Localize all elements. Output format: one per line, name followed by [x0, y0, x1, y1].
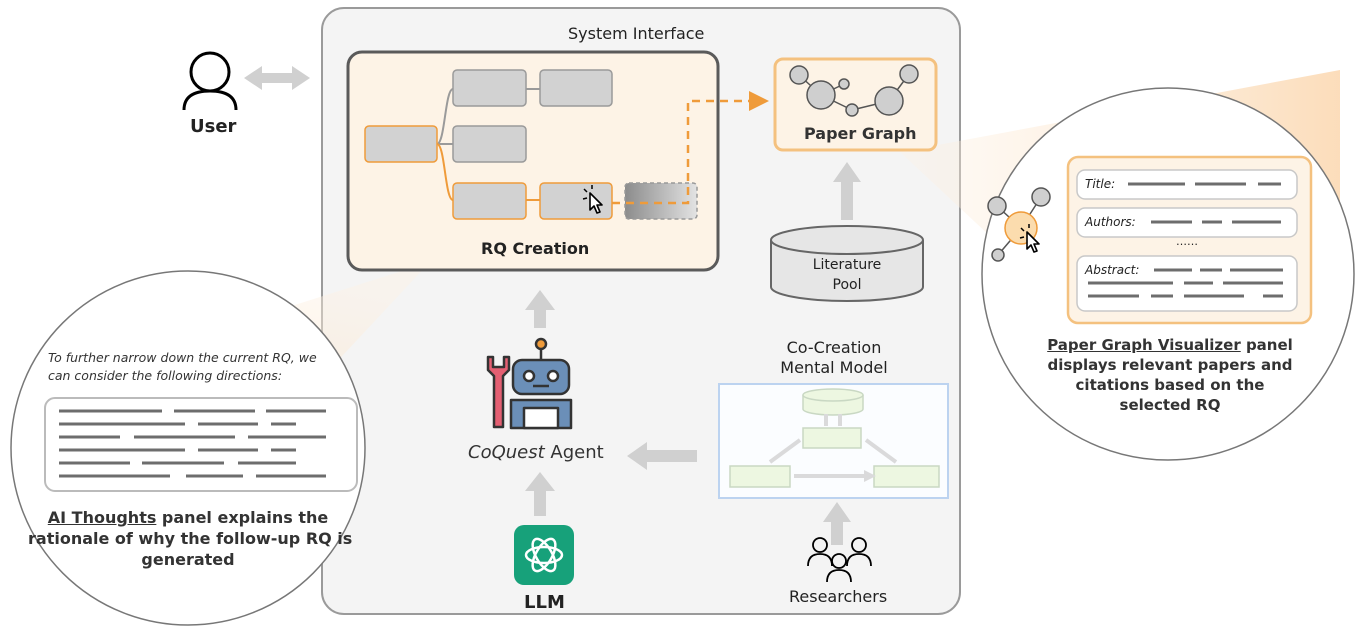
paper-abstract-label: Abstract:: [1085, 263, 1140, 277]
rq-node-1[interactable]: [452, 69, 527, 107]
paper-graph-label: Paper Graph: [804, 124, 917, 143]
paper-graph-nodes: [789, 64, 919, 117]
ai-thoughts-caption: AI Thoughts panel explains the rationale…: [28, 507, 353, 570]
ai-thoughts-prompt-line1: To further narrow down the current RQ, w…: [48, 350, 317, 365]
literature-pool-line2: Pool: [832, 277, 862, 293]
paper-field-lines: [1088, 182, 1283, 298]
mental-model-title: Co-Creation Mental Model: [734, 338, 934, 378]
literature-pool-label: Literature Pool: [797, 255, 897, 295]
system-interface-title: System Interface: [568, 24, 705, 43]
rq-node-ghost: [624, 182, 698, 220]
researchers-label: Researchers: [789, 587, 888, 606]
ai-thoughts-text-lines: [59, 409, 326, 478]
rq-node-root[interactable]: [364, 125, 438, 163]
ai-thoughts-caption-line2: rationale of why the follow-up RQ is: [28, 529, 353, 548]
paper-visualizer-caption-line4: selected RQ: [1119, 396, 1221, 414]
cursor-icon: [582, 185, 603, 214]
agent-name-rest: Agent: [544, 442, 604, 463]
mental-model-diagram: [729, 388, 940, 488]
rq-node-3[interactable]: [452, 182, 527, 220]
rq-creation-label: RQ Creation: [481, 239, 590, 258]
researchers-icon: [807, 537, 872, 583]
mental-model-line2: Mental Model: [780, 358, 888, 377]
rq-to-paper-graph-arrow: [612, 91, 769, 205]
paper-visualizer-link[interactable]: Paper Graph Visualizer: [1047, 336, 1241, 354]
paper-title-label: Title:: [1085, 177, 1116, 191]
paper-title-field: [1076, 169, 1298, 200]
literature-pool-line1: Literature: [812, 257, 882, 273]
robot-icon: [486, 337, 573, 430]
paper-ellipsis: ……: [1176, 235, 1198, 248]
ai-thoughts-textbox: [44, 397, 358, 492]
llm-logo-icon: [514, 525, 574, 585]
mini-paper-graph: [987, 187, 1051, 262]
paper-visualizer-caption-line3: citations based on the: [1075, 376, 1265, 394]
literature-pool-icon: [770, 225, 924, 302]
rq-tree-connectors: [436, 88, 540, 201]
agent-name-italic: CoQuest: [468, 442, 545, 463]
user-icon: [182, 51, 238, 111]
ai-thoughts-caption-rest: panel explains the: [156, 508, 329, 527]
user-label: User: [190, 116, 237, 137]
ai-thoughts-caption-line3: generated: [141, 550, 235, 569]
ai-thoughts-prompt: To further narrow down the current RQ, w…: [48, 349, 317, 385]
mental-model-line1: Co-Creation: [786, 338, 882, 357]
gray-arrows: [244, 66, 861, 545]
paper-visualizer-caption: Paper Graph Visualizer panel displays re…: [1025, 335, 1315, 415]
rq-node-3a-selected[interactable]: [539, 182, 613, 220]
paper-authors-label: Authors:: [1085, 215, 1136, 229]
rq-node-1a[interactable]: [539, 69, 613, 107]
ai-thoughts-prompt-line2: can consider the following directions:: [48, 368, 283, 383]
paper-visualizer-caption-line2: displays relevant papers and: [1047, 356, 1293, 374]
agent-label: CoQuest Agent: [468, 442, 604, 463]
rq-node-2[interactable]: [452, 125, 527, 163]
paper-visualizer-caption-rest: panel: [1240, 336, 1293, 354]
llm-label: LLM: [524, 592, 565, 613]
ai-thoughts-link[interactable]: AI Thoughts: [47, 508, 157, 527]
